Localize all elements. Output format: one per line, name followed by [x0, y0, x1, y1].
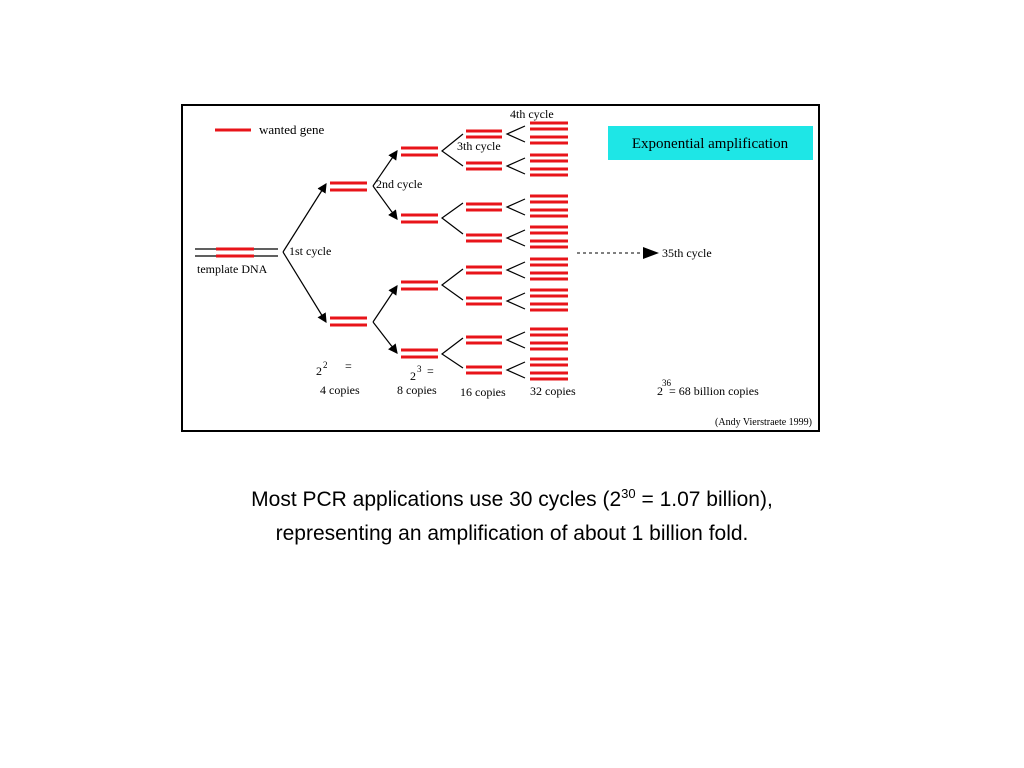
copies3-exp: 3 — [417, 364, 422, 374]
copies2-text: 4 copies — [320, 383, 360, 397]
copies2-base: 2 — [316, 364, 322, 378]
cycle1-label: 1st cycle — [289, 244, 331, 258]
cycle2-products — [401, 146, 438, 359]
copies2-exp: 2 — [323, 360, 328, 370]
copies5-text: 32 copies — [530, 384, 576, 398]
copies3-text: 8 copies — [397, 383, 437, 397]
cycle1-products — [330, 181, 367, 327]
copies2-eq: = — [345, 359, 352, 373]
figure-title: Exponential amplification — [632, 136, 789, 152]
cycle4-products — [530, 121, 568, 381]
caption-line1-pre: Most PCR applications use 30 cycles (2 — [251, 488, 622, 511]
cycle4-chevrons — [505, 125, 526, 379]
final-copies-base: 2 — [657, 384, 663, 398]
legend-label: wanted gene — [259, 122, 325, 137]
cycle1-arrow-up — [282, 182, 327, 253]
cycle3-chevrons — [440, 133, 464, 369]
caption-line-1: Most PCR applications use 30 cycles (230… — [112, 483, 912, 517]
pcr-amplification-figure: wanted gene Exponential amplification te… — [181, 104, 820, 432]
caption-line-2: representing an amplification of about 1… — [275, 522, 749, 545]
caption-line1-post: = 1.07 billion), — [635, 488, 773, 511]
cycle3-label: 3th cycle — [457, 139, 501, 153]
final-copies-text: = 68 billion copies — [669, 384, 759, 398]
cycle2-label: 2nd cycle — [376, 177, 422, 191]
template-dna-label: template DNA — [197, 262, 268, 276]
cycle4-label: 4th cycle — [510, 107, 554, 121]
caption-line1-sup: 30 — [621, 486, 636, 501]
template-dna — [195, 247, 278, 258]
dashed-arrow-head — [643, 247, 659, 259]
copies4-text: 16 copies — [460, 385, 506, 399]
cycle1-arrow-down — [282, 251, 327, 324]
title-box — [608, 126, 813, 160]
credit: (Andy Vierstraete 1999) — [715, 417, 812, 428]
cycle35-label: 35th cycle — [662, 246, 712, 260]
final-copies-exp: 36 — [662, 378, 672, 388]
copies3-eq: = — [427, 364, 434, 378]
cycle3-products — [466, 129, 502, 375]
caption: Most PCR applications use 30 cycles (230… — [112, 483, 912, 551]
copies3-base: 2 — [410, 369, 416, 383]
cycle2-arrows — [372, 150, 398, 354]
